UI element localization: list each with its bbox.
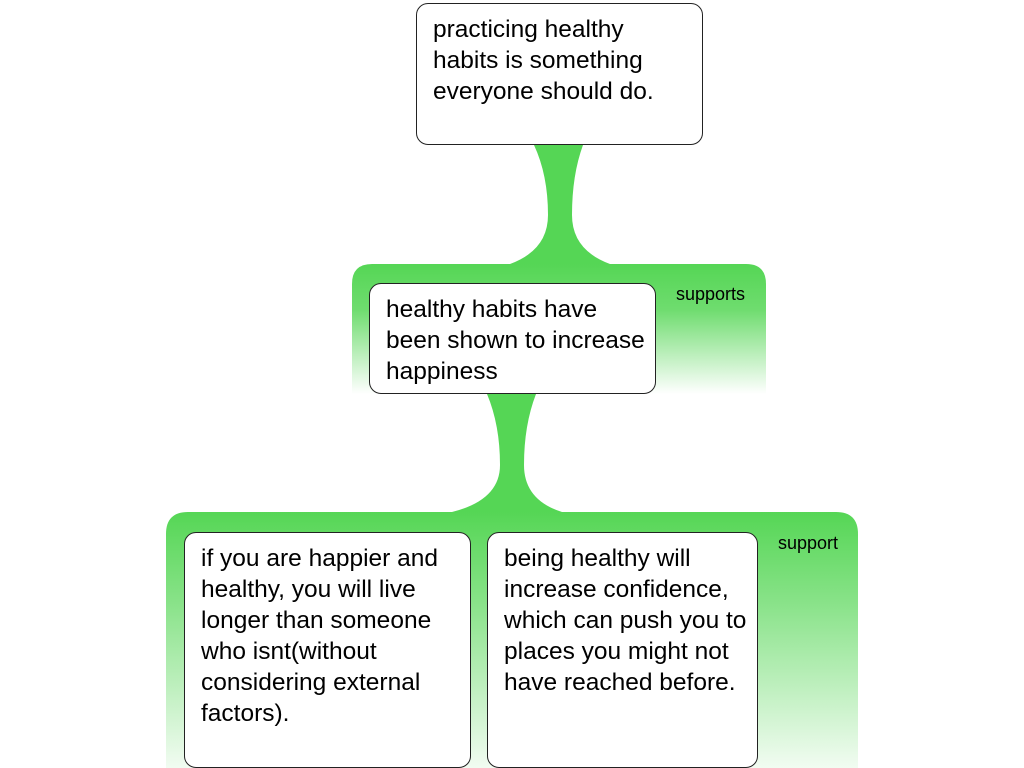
evidence-box-2[interactable]: being healthy will increase confidence, … [487,532,758,768]
reason-box[interactable]: healthy habits have been shown to increa… [369,283,656,394]
evidence-text-2: being healthy will increase confidence, … [504,545,747,696]
support-label: support [778,533,839,553]
reason-text: healthy habits have been shown to increa… [386,296,645,385]
evidence-box-1[interactable]: if you are happier and healthy, you will… [184,532,471,768]
evidence-text-1: if you are happier and healthy, you will… [201,545,438,727]
main-claim-box[interactable]: practicing healthy habits is something e… [416,3,703,145]
main-claim-text: practicing healthy habits is something e… [433,16,654,105]
supports-label: supports [676,284,746,304]
